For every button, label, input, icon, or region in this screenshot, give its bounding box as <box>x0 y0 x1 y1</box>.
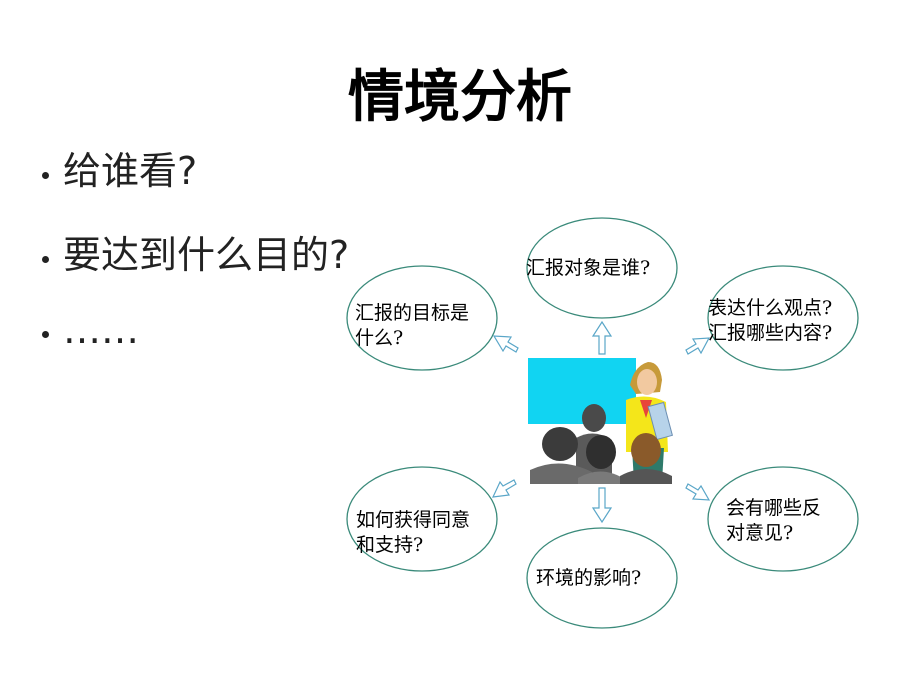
bubble-lower-left-text: 如何获得同意 和支持? <box>356 509 471 556</box>
bubble-upper-left <box>346 265 498 371</box>
presentation-clipart <box>528 358 673 484</box>
bubble-lower-right <box>707 466 859 572</box>
bubble-lower-right-text: 会有哪些反 对意见? <box>726 497 822 544</box>
bubble-upper-right-text: 表达什么观点? 汇报哪些内容? <box>708 297 833 344</box>
bullet-dot-icon <box>42 256 49 263</box>
bubble-bottom <box>526 527 678 629</box>
bubble-lower-left <box>346 466 498 572</box>
slide-title: 情境分析 <box>348 64 572 130</box>
bullet-item: 要达到什么目的? <box>42 224 349 279</box>
bullet-item: 给谁看? <box>42 140 197 195</box>
bubble-upper-right <box>707 265 859 371</box>
arrow-upper-right-icon <box>685 337 711 355</box>
projection-screen <box>528 358 636 424</box>
bubble-top-text: 汇报对象是谁? <box>526 257 651 279</box>
bullet-dot-icon <box>42 172 49 179</box>
bubble-bottom-text: 环境的影响? <box>536 567 642 589</box>
bubble-top <box>526 217 678 319</box>
arrow-upper-left-icon <box>492 335 519 353</box>
bubble-upper-left-text: 汇报的目标是 什么? <box>355 302 470 349</box>
arrow-lower-left-icon <box>491 479 517 498</box>
bullet-dot-icon <box>42 331 49 338</box>
arrow-down-icon <box>591 487 613 524</box>
arrow-up-icon <box>591 320 613 355</box>
bullet-item: …… <box>42 308 139 352</box>
arrow-lower-right-icon <box>685 483 711 501</box>
